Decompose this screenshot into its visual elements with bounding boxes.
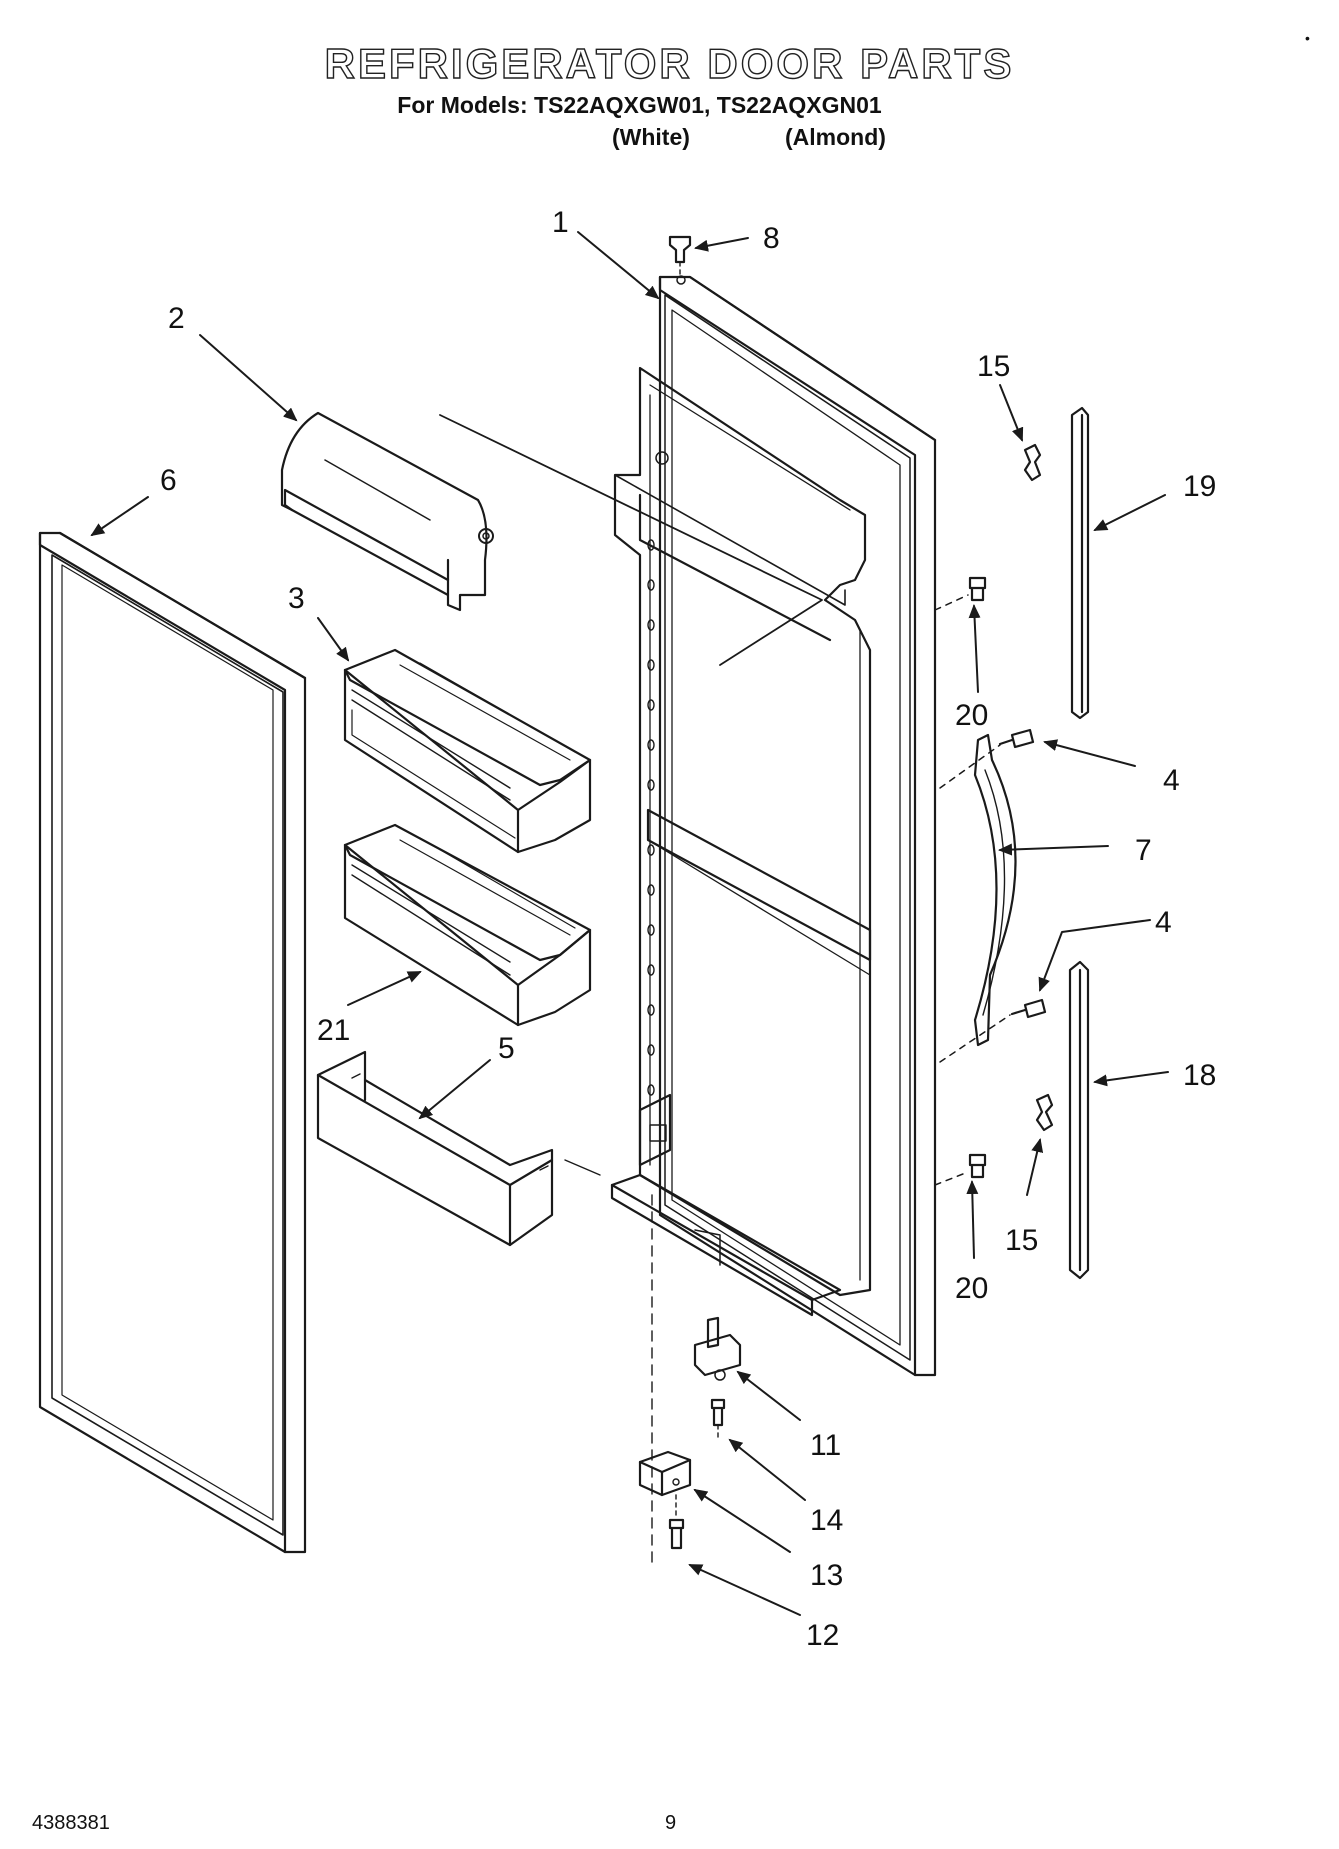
part-clip-lower xyxy=(1035,1093,1054,1132)
part-top-cover xyxy=(280,411,823,666)
page-title: REFRIGERATOR DOOR PARTS xyxy=(324,39,1015,87)
callout-2: 2 xyxy=(168,302,185,335)
part-lower-bin xyxy=(343,823,592,1027)
callout-15-upper: 15 xyxy=(977,350,1010,383)
callout-19: 19 xyxy=(1183,470,1216,503)
corner-mark: • xyxy=(1305,30,1310,46)
part-handle-screw-upper xyxy=(939,728,1035,789)
part-screw-lower xyxy=(934,1153,987,1186)
callout-6: 6 xyxy=(160,464,177,497)
callout-12: 12 xyxy=(806,1619,839,1652)
callout-15-lower: 15 xyxy=(1005,1224,1038,1257)
callout-4-upper: 4 xyxy=(1163,764,1180,797)
models-line: For Models: TS22AQXGW01, TS22AQXGN01 xyxy=(397,92,882,118)
page-number: 9 xyxy=(665,1812,677,1834)
part-upper-trim xyxy=(1070,406,1090,720)
callout-7: 7 xyxy=(1135,834,1152,867)
callout-4-lower: 4 xyxy=(1155,906,1172,939)
callout-21: 21 xyxy=(317,1014,350,1047)
part-bracket-screw xyxy=(668,1518,685,1550)
callout-13: 13 xyxy=(810,1559,843,1592)
callout-1: 1 xyxy=(552,206,569,239)
callout-3: 3 xyxy=(288,582,305,615)
variant-white-label: (White) xyxy=(612,124,690,150)
part-hinge-bracket xyxy=(638,1450,692,1497)
callout-20-upper: 20 xyxy=(955,699,988,732)
part-hinge-screw xyxy=(710,1398,726,1427)
part-bottom-shelf xyxy=(316,1050,601,1247)
part-handle-screw-lower xyxy=(939,998,1047,1063)
callout-14: 14 xyxy=(810,1504,843,1537)
part-hinge-pin xyxy=(693,1316,742,1381)
leader-lines xyxy=(90,231,1169,1616)
callout-labels: 1 8 2 6 3 21 5 15 19 20 4 7 4 18 15 20 1… xyxy=(160,206,1216,1652)
callout-18: 18 xyxy=(1183,1059,1216,1092)
part-clip-upper xyxy=(1023,443,1042,482)
part-upper-bin xyxy=(343,648,592,854)
callout-20-lower: 20 xyxy=(955,1272,988,1305)
part-screw-upper xyxy=(934,576,987,611)
callout-5: 5 xyxy=(498,1032,515,1065)
variant-almond-label: (Almond) xyxy=(785,124,886,150)
document-number: 4388381 xyxy=(32,1812,110,1834)
part-lower-trim xyxy=(1068,960,1090,1280)
part-door-panel xyxy=(610,275,937,1377)
part-plug xyxy=(668,235,692,285)
part-handle xyxy=(973,733,1017,1047)
callout-11: 11 xyxy=(810,1429,841,1462)
callout-8: 8 xyxy=(763,222,780,255)
part-door-gasket xyxy=(38,531,307,1554)
